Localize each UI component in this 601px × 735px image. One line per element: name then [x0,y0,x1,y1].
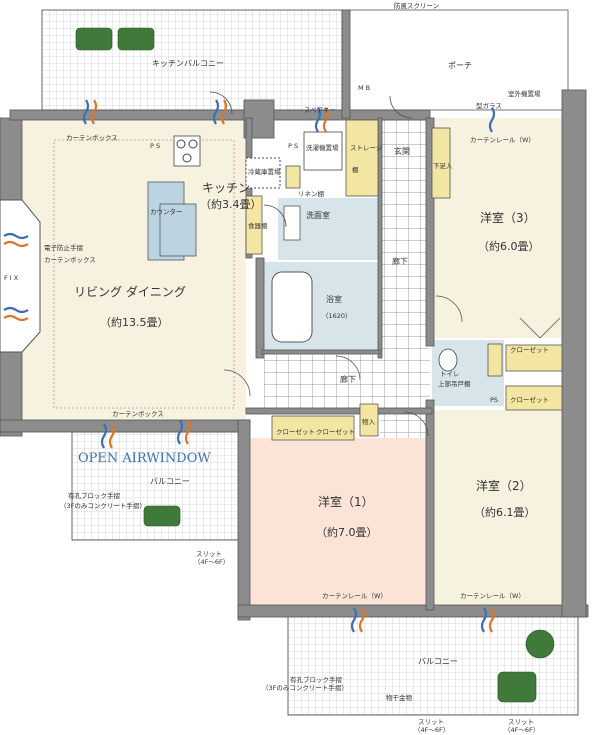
label-r3-name: 洋室（3） [480,210,536,225]
bathtub [271,271,313,343]
label-washroom: 洗面室 [306,210,330,220]
fridge-space [245,157,281,189]
label-pantry: 食器棚 [248,221,268,230]
linen-shelf [285,165,301,189]
label-drying-rod: 物干金物 [386,693,413,702]
bay-window [0,199,41,353]
label-curtain-rail-r1: カーテンレール（W） [322,592,387,600]
label-closet-r1a: クローゼット [276,427,315,436]
label-corridor-lower: 廊下 [340,374,356,384]
label-kitchen-area: （約3.4畳） [200,197,262,211]
burner-icon [182,153,192,163]
porch [347,9,569,111]
room1-floor [248,438,428,606]
label-handrail-note3: 有孔ブロック手摺 [290,675,343,684]
label-r2-area: （約6.1畳） [474,505,536,519]
closet-room3-right [505,385,563,411]
label-kitchen-balcony: キッチンバルコニー [152,59,224,68]
label-kitchen: キッチン [202,181,250,195]
label-fridge: 冷蔵庫置場 [248,167,281,176]
entrance-tiles [380,118,430,234]
label-open-air: OPEN AIRWINDOW [78,451,211,466]
burner-icon [188,139,198,149]
label-fix: F I X [4,274,19,282]
room2-floor [432,410,562,606]
label-r1-area: （約7.0畳） [316,525,378,539]
label-living: リビング ダイニング [74,284,186,299]
storage-shelf [345,119,379,197]
label-handrail-note4: （3Fのみコンクリート手摺） [262,683,348,692]
label-slit-left1: スリット [196,550,222,558]
label-balcony-main: バルコニー [418,657,458,666]
label-ps-toilet: PS [490,396,498,404]
label-living-area: （約13.5畳） [100,315,169,329]
label-shoe-box: 下足入 [433,162,453,170]
label-mb: M B [358,84,370,92]
label-upper-cabinet: 上部吊戸棚 [438,379,471,388]
label-curtain-rail-r3: カーテンレール（W） [470,136,535,144]
label-storage: ストレージ [350,144,383,152]
toilet-cabinet [487,343,503,377]
label-balcony-left: バルコニー [150,477,190,486]
pantry-shelf [245,195,263,255]
label-counter: カウンター [150,207,183,216]
label-slit-bl2: （4F〜6F） [414,726,449,734]
closet-room3-left [505,344,563,372]
label-ps-kitchen: P S [150,142,160,150]
ventilation-marks [3,99,496,633]
label-storage-r1: 物入 [362,417,376,426]
label-closet-r3a: クローゼット [510,345,549,354]
label-handrail-note2: （3Fのみコンクリート手摺） [60,501,146,510]
label-handrail-note1: 有孔ブロック手摺 [68,491,121,500]
storage-room1 [359,403,379,437]
vanity [283,205,301,241]
label-closet-r3b: クローゼット [510,395,549,404]
label-curtain-rail-r2: カーテンレール（W） [460,592,525,600]
label-bath-size: （1620） [322,312,352,320]
label-windscreen: 防風スクリーン [394,1,439,10]
label-slit-bl1: スリット [418,718,444,726]
label-bath: 浴室 [326,294,342,304]
label-slit-br1: スリット [508,718,534,726]
label-outdoor-unit: 室外機置場 [508,89,541,98]
label-spare-key: スペアキー [304,106,336,114]
label-toilet: トイレ [440,370,460,378]
label-closet-r1b: クローゼット [316,427,355,436]
label-r3-area: （約6.0畳） [478,239,540,253]
washer-space [303,131,343,171]
label-side-rail: 電子防止手摺 [44,243,84,252]
label-r1-name: 洋室（1） [318,494,374,509]
shoe-box [431,127,451,199]
label-corridor-upper: 廊下 [392,256,408,266]
label-r2-name: 洋室（2） [476,478,532,493]
room3-floor [432,118,562,338]
label-slit-br2: （4F〜6F） [504,726,539,734]
toilet-icon [438,348,458,372]
label-curtain-box-bottom: カーテンボックス [112,410,164,418]
label-slit-left2: （4F〜6F） [194,558,229,566]
plants [75,27,555,703]
label-linen: リネン棚 [298,189,325,198]
label-porch: ポーチ [448,61,472,70]
corridor-lower-tiles [264,352,430,412]
burner-icon [176,139,186,149]
label-side-curtain: カーテンボックス [44,256,96,264]
label-washer: 洗濯機置場 [306,143,339,152]
label-frosted-glass: 型ガラス [476,101,502,110]
walls [0,9,589,621]
living-curtain-outline [53,139,235,409]
label-entrance: 玄関 [394,146,410,156]
closet-room1 [271,415,355,441]
label-curtain-box-top: カーテンボックス [66,134,118,142]
label-ps-bath: P S [288,142,298,150]
doors [209,91,561,437]
kitchen-sink [159,203,197,257]
label-storage-shelf: 棚 [352,165,359,174]
kitchen-balcony [41,9,343,111]
